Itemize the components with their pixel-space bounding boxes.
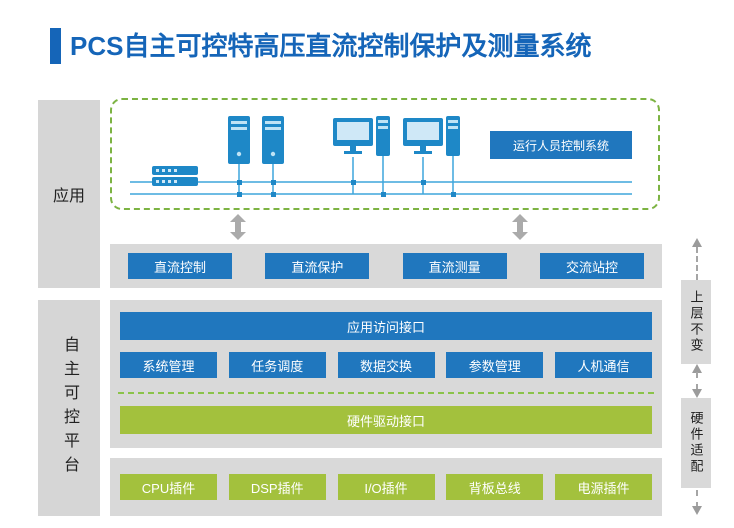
module-io-card: I/O插件 (337, 474, 435, 500)
dashed-connector (696, 247, 698, 280)
label-application: 应用 (38, 100, 100, 288)
operator-control-system-block: 运行人员控制系统 (490, 131, 632, 159)
label-application-text: 应用 (52, 188, 85, 205)
arrow-down-icon (692, 389, 702, 398)
label-hardware-adaptation-text: 硬件适配 (688, 411, 704, 475)
workstation-icon (403, 116, 460, 197)
app-modules-bar: 直流控制 直流保护 直流测量 交流站控 (110, 244, 662, 288)
arrow-up-icon (692, 238, 702, 247)
module-parameter-management: 参数管理 (446, 352, 544, 378)
label-upper-unchanged: 上层不变 (681, 280, 711, 364)
dashed-connector (696, 372, 698, 390)
module-dc-protection: 直流保护 (265, 253, 370, 279)
hardware-section: CPU插件 DSP插件 I/O插件 背板总线 电源插件 (110, 458, 662, 516)
module-ac-station-control: 交流站控 (539, 253, 644, 279)
network-diagram (130, 116, 632, 197)
server-icon (262, 116, 284, 197)
hardware-driver-interface-bar: 硬件驱动接口 (120, 406, 652, 434)
module-hmi-communication: 人机通信 (555, 352, 652, 378)
module-system-management: 系统管理 (120, 352, 217, 378)
page-title: PCS自主可控特高压直流控制保护及测量系统 (70, 31, 592, 61)
module-cpu-card: CPU插件 (120, 474, 217, 500)
dashed-connector (696, 490, 698, 508)
module-task-scheduling: 任务调度 (228, 352, 326, 378)
module-dsp-card: DSP插件 (228, 474, 326, 500)
module-dc-control: 直流控制 (128, 253, 232, 279)
platform-section: 应用访问接口 系统管理 任务调度 数据交换 参数管理 人机通信 硬件驱动接口 (110, 300, 662, 448)
arrow-down-icon (692, 506, 702, 515)
label-platform-text: 自主可控平台 (61, 336, 78, 480)
workstation-icon (333, 116, 390, 197)
title-accent-bar (50, 28, 61, 64)
arrow-up-icon (692, 364, 702, 373)
double-arrow-icon (230, 214, 246, 240)
app-access-interface-bar: 应用访问接口 (120, 312, 652, 340)
module-power-card: 电源插件 (555, 474, 652, 500)
platform-dashed-divider (118, 392, 654, 394)
platform-modules-row: 系统管理 任务调度 数据交换 参数管理 人机通信 (120, 352, 652, 378)
label-upper-unchanged-text: 上层不变 (688, 290, 704, 354)
label-platform: 自主可控平台 (38, 300, 100, 516)
module-data-exchange: 数据交换 (337, 352, 435, 378)
module-backplane-bus: 背板总线 (446, 474, 544, 500)
network-switch-icon (152, 166, 198, 186)
module-dc-measurement: 直流测量 (402, 253, 507, 279)
double-arrow-icon (512, 214, 528, 240)
server-icon (228, 116, 250, 197)
label-hardware-adaptation: 硬件适配 (681, 398, 711, 488)
